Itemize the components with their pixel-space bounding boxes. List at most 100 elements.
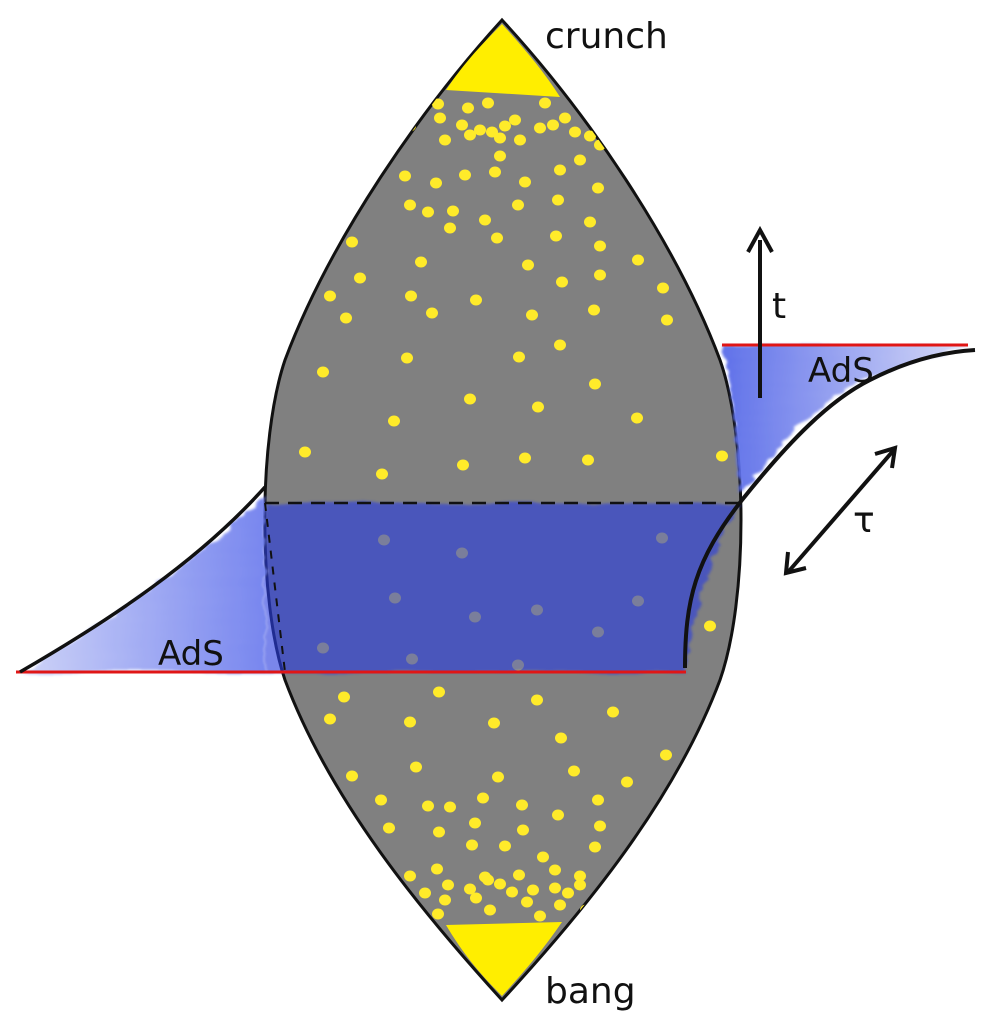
particle xyxy=(492,771,504,783)
particle xyxy=(574,154,586,166)
particle xyxy=(554,899,566,911)
particle xyxy=(375,794,387,806)
particle xyxy=(340,312,352,324)
particle xyxy=(594,820,606,832)
particle xyxy=(594,240,606,252)
particle xyxy=(456,119,468,131)
particle xyxy=(531,694,543,706)
particle xyxy=(494,878,506,890)
particle xyxy=(657,282,669,294)
ads-right-label: AdS xyxy=(808,351,874,391)
particle xyxy=(338,691,350,703)
tau-label: τ xyxy=(853,500,875,541)
particle xyxy=(459,169,471,181)
particle xyxy=(383,822,395,834)
particle xyxy=(482,97,494,109)
particle xyxy=(592,794,604,806)
particle xyxy=(470,294,482,306)
particle xyxy=(559,112,571,124)
slice-dashed-left xyxy=(264,502,286,673)
particle xyxy=(489,166,501,178)
crunch-singularity xyxy=(446,24,560,97)
bang-label: bang xyxy=(545,971,636,1012)
particle xyxy=(539,97,551,109)
particle xyxy=(410,761,422,773)
particle xyxy=(404,199,416,211)
particle xyxy=(431,863,443,875)
particle xyxy=(554,164,566,176)
particle xyxy=(324,290,336,302)
particle xyxy=(589,841,601,853)
particle xyxy=(469,817,481,829)
particle xyxy=(550,230,562,242)
particle xyxy=(574,870,586,882)
particle xyxy=(433,826,445,838)
particle xyxy=(512,199,524,211)
particle xyxy=(632,254,644,266)
particle xyxy=(346,236,358,248)
particle xyxy=(704,620,716,632)
particle xyxy=(422,800,434,812)
particle xyxy=(324,713,336,725)
particle xyxy=(466,839,478,851)
particle xyxy=(517,824,529,836)
particle xyxy=(299,446,311,458)
particle xyxy=(484,904,496,916)
particle xyxy=(486,126,498,138)
particle xyxy=(479,214,491,226)
particle xyxy=(506,886,518,898)
particle xyxy=(464,129,476,141)
particle xyxy=(488,717,500,729)
particle xyxy=(376,468,388,480)
ads-right-region xyxy=(722,345,968,495)
particle xyxy=(552,194,564,206)
tau-arrow xyxy=(783,445,898,576)
particle xyxy=(574,879,586,891)
particle xyxy=(457,459,469,471)
particle xyxy=(556,276,568,288)
particle xyxy=(444,801,456,813)
ads-left-edge xyxy=(19,485,267,674)
brane-right-curve xyxy=(683,348,976,669)
particle xyxy=(526,309,538,321)
particle xyxy=(422,206,434,218)
particle xyxy=(584,216,596,228)
particle xyxy=(527,884,539,896)
particle xyxy=(607,706,619,718)
particle xyxy=(513,351,525,363)
particle xyxy=(426,307,438,319)
particle xyxy=(494,150,506,162)
particle xyxy=(474,124,486,136)
particle xyxy=(388,415,400,427)
particle xyxy=(499,120,511,132)
particle xyxy=(444,222,456,234)
particle xyxy=(432,908,444,920)
particle xyxy=(404,870,416,882)
particle xyxy=(317,366,329,378)
particle xyxy=(514,134,526,146)
particle xyxy=(346,770,358,782)
particle xyxy=(582,454,594,466)
particle xyxy=(509,114,521,126)
particle xyxy=(432,98,444,110)
particle xyxy=(491,232,503,244)
particle xyxy=(588,304,600,316)
particle xyxy=(549,864,561,876)
particle xyxy=(594,269,606,281)
particle xyxy=(534,910,546,922)
particle xyxy=(494,132,506,144)
particle xyxy=(521,896,533,908)
particle xyxy=(549,882,561,894)
particle xyxy=(532,401,544,413)
ads-left-region xyxy=(20,495,265,672)
particle xyxy=(554,339,566,351)
particle xyxy=(399,170,411,182)
particle xyxy=(434,112,446,124)
particle xyxy=(354,272,366,284)
particle xyxy=(519,176,531,188)
particle xyxy=(415,256,427,268)
particle xyxy=(562,887,574,899)
particle xyxy=(569,126,581,138)
particle xyxy=(589,378,601,390)
